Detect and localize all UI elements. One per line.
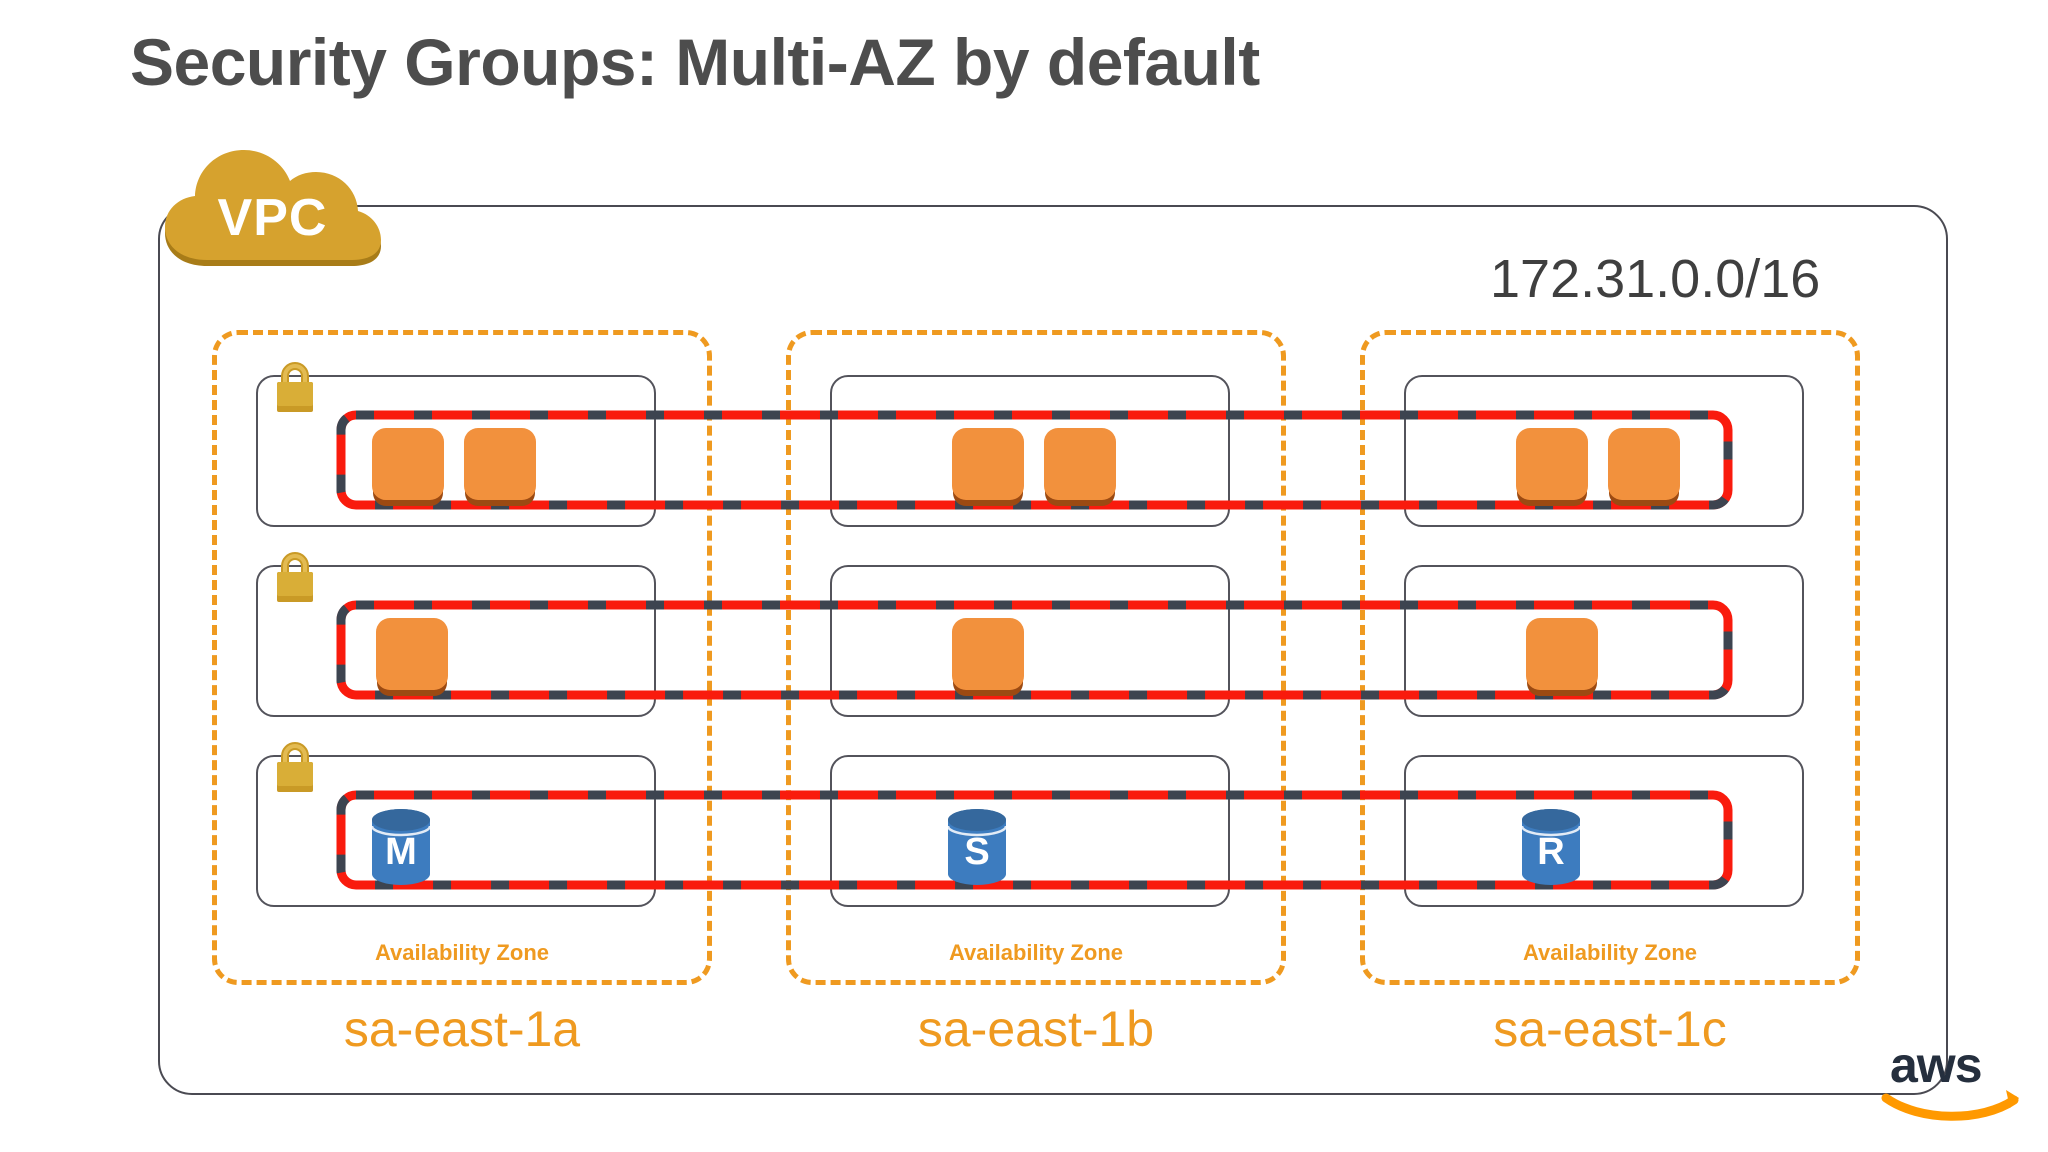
padlock-icon: [272, 742, 318, 794]
subnet-az3-row3: [1404, 755, 1804, 907]
svg-text:M: M: [385, 831, 417, 873]
subnet-az2-row2: [830, 565, 1230, 717]
page-title: Security Groups: Multi-AZ by default: [130, 25, 1260, 99]
aws-logo: aws: [1878, 1030, 2028, 1126]
subnet-az3-row1: [1404, 375, 1804, 527]
padlock-icon: [272, 362, 318, 414]
vpc-cloud-icon: VPC: [155, 148, 390, 273]
az-inner-label: Availability Zone: [374, 940, 549, 965]
ec2-instance: [1608, 428, 1680, 500]
ec2-instance: [1516, 428, 1588, 500]
ec2-instance: [372, 428, 444, 500]
ec2-instance: [376, 618, 448, 690]
padlock-icon: [272, 552, 318, 604]
az-inner-label: Availability Zone: [948, 940, 1123, 965]
ec2-instance: [952, 618, 1024, 690]
database-icon-master: M: [368, 806, 434, 888]
az-region-name-2: sa-east-1b: [917, 1001, 1155, 1057]
svg-text:aws: aws: [1890, 1037, 1982, 1093]
subnet-az2-row3: [830, 755, 1230, 907]
database-icon-standby: S: [944, 806, 1010, 888]
ec2-instance: [1526, 618, 1598, 690]
ec2-instance: [464, 428, 536, 500]
az-region-name-3: sa-east-1c: [1493, 1001, 1727, 1057]
az-region-name-1: sa-east-1a: [343, 1001, 581, 1057]
subnet-az2-row1: [830, 375, 1230, 527]
svg-text:R: R: [1537, 831, 1564, 873]
svg-text:S: S: [964, 831, 989, 873]
subnet-az3-row2: [1404, 565, 1804, 717]
database-icon-replica: R: [1518, 806, 1584, 888]
ec2-instance: [1044, 428, 1116, 500]
vpc-cidr-label: 172.31.0.0/16: [1490, 249, 1821, 309]
ec2-instance: [952, 428, 1024, 500]
az-inner-label: Availability Zone: [1522, 940, 1697, 965]
